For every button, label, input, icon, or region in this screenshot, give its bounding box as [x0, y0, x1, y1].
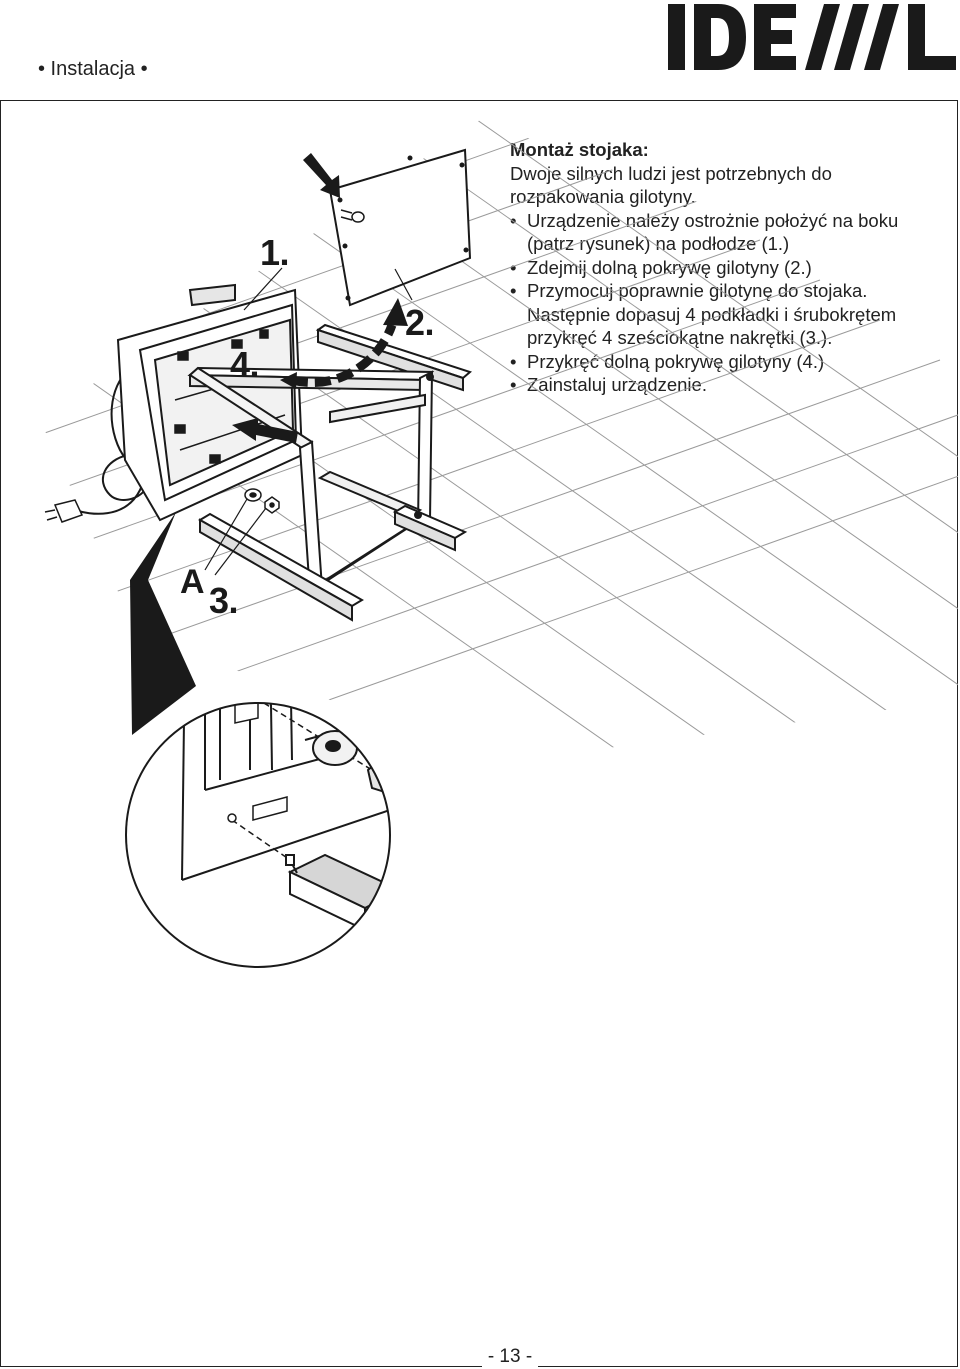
- washer-icon: [244, 488, 262, 502]
- remove-cover-arrow-icon: [290, 323, 397, 388]
- pointer-arrow-icon: [303, 153, 340, 198]
- step-5-line-1: •Zainstaluj urządzenie.: [510, 374, 707, 395]
- instructions-panel: Montaż stojaka: Dwoje silnych ludzi jest…: [510, 138, 955, 397]
- detail-label-a: A: [180, 563, 205, 601]
- step-3-line-1: •Przymocuj poprawnie gilotynę do stojaka…: [510, 280, 868, 301]
- page-number: - 13 -: [0, 1346, 960, 1368]
- intro-line-1: Dwoje silnych ludzi jest potrzebnych do: [510, 162, 832, 184]
- plug-icon: [44, 499, 84, 523]
- page-frame: [0, 100, 958, 1367]
- detail-callout-wedge: [130, 512, 196, 735]
- step-label-4: 4.: [230, 344, 260, 385]
- stand-assembly-illustration: [40, 120, 958, 968]
- step-label-3: 3.: [209, 580, 239, 621]
- step-1-line-1: •Urządzenie należy ostrożnie położyć na …: [510, 209, 899, 231]
- step-label-2: 2.: [405, 302, 435, 343]
- remove-cover-arrow-head: [280, 298, 408, 389]
- bottom-cover-plate: [328, 148, 472, 307]
- detail-view-a: [126, 703, 390, 967]
- screw-icon: [340, 209, 365, 223]
- ideal-logo: [668, 4, 956, 77]
- hex-nut-icon: [264, 496, 280, 514]
- step-label-1: 1.: [260, 232, 290, 273]
- attach-arrow-icon: [232, 418, 298, 443]
- intro-line-2: rozpakowania gilotyny.: [510, 186, 696, 207]
- step-2-line-1: •Zdejmij dolną pokrywę gilotyny (2.): [510, 256, 812, 278]
- section-title: • Instalacja •: [38, 58, 148, 80]
- detail-hex-nut-icon: [366, 758, 390, 795]
- guillotine-body: [116, 283, 304, 522]
- leader-lines: [204, 267, 413, 576]
- step-3-line-2: Następnie dopasuj 4 podkładki i śrubokrę…: [527, 303, 897, 325]
- instructions-title: Montaż stojaka:: [510, 139, 649, 160]
